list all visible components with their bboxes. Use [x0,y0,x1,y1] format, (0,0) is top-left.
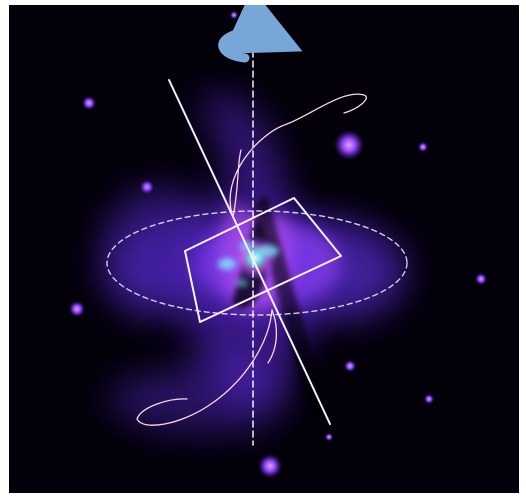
astronomy-image-panel [9,5,519,493]
background-star [344,360,356,372]
background-star [475,273,487,285]
background-star [418,142,428,152]
cyan-knot [236,279,248,287]
background-star [258,454,282,478]
background-star [424,394,434,404]
background-star [325,433,333,441]
cyan-knot [218,258,236,270]
nucleus-glow [231,234,279,282]
background-star [82,96,96,110]
background-star [334,130,364,160]
astronomy-illustration [9,5,519,493]
background-star [230,11,238,19]
background-star [69,301,85,317]
cyan-knot [257,245,279,257]
